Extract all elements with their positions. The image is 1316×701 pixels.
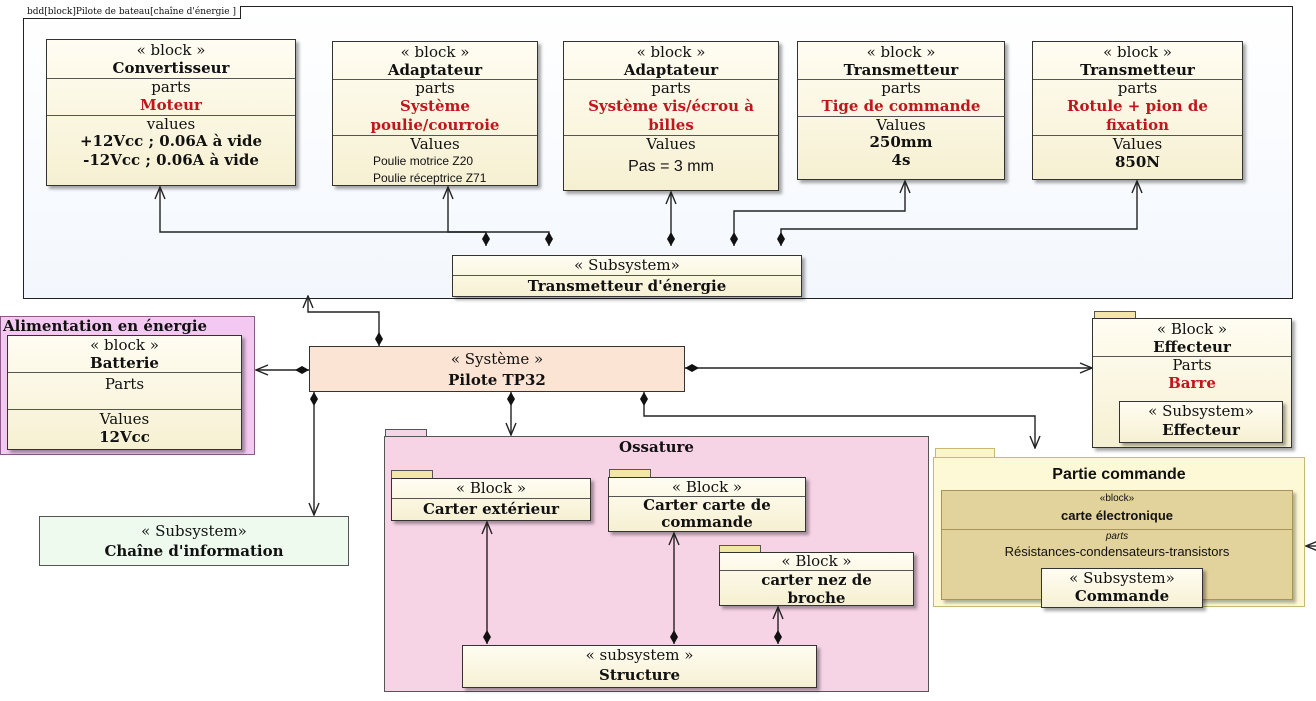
parts-label: parts <box>651 79 691 97</box>
block-batterie[interactable]: « block » Batterie Parts Values 12Vcc <box>7 335 242 450</box>
part-moteur: Moteur <box>140 96 202 114</box>
stereotype: « subsystem » <box>585 646 694 664</box>
value-line: Poulie réceptrice Z71 <box>373 171 487 185</box>
block-name: Adaptateur <box>387 61 483 79</box>
subsystem-transmetteur-energie[interactable]: « Subsystem» Transmetteur d'énergie <box>452 255 802 297</box>
part-vis-ecrou: Système vis/écrou à billes <box>588 97 754 134</box>
value-line: 850N <box>1114 153 1161 171</box>
block-name: Effecteur <box>1153 338 1231 356</box>
stereotype: « Système » <box>450 350 544 368</box>
block-name: Adaptateur <box>623 61 719 79</box>
connector <box>448 187 549 246</box>
block-name: Transmetteur <box>843 61 959 79</box>
parts-label: parts <box>151 78 191 96</box>
value-line: 12Vcc <box>99 428 150 446</box>
block-name: Chaîne d'information <box>104 542 284 560</box>
block-name: Batterie <box>90 354 159 372</box>
stereotype: « Subsystem» <box>141 522 247 540</box>
value-line: Pas = 3 mm <box>628 158 714 175</box>
value-line: Poulie motrice Z20 <box>373 154 474 168</box>
stereotype: « block » <box>400 43 470 61</box>
block-name: Transmetteur <box>1080 61 1195 79</box>
block-name: Carter carte de commande <box>609 496 805 531</box>
connector <box>160 187 486 246</box>
value-line: 4s <box>891 151 911 169</box>
part-tige: Tige de commande <box>821 97 981 115</box>
connector <box>781 181 1137 246</box>
values-label: Values <box>99 410 150 428</box>
connector <box>644 392 1035 448</box>
parts-label: parts <box>881 79 921 97</box>
block-convertisseur[interactable]: « block » Convertisseur parts Moteur val… <box>46 39 296 186</box>
parts-label: parts <box>1105 531 1129 542</box>
part-composants: Résistances-condensateurs-transistors <box>1004 544 1230 559</box>
stereotype: « block » <box>636 43 706 61</box>
stereotype: « Block » <box>671 478 743 496</box>
stereotype: « Block » <box>1156 320 1228 338</box>
parts-label: parts <box>1117 79 1158 97</box>
subsystem-commande[interactable]: « Subsystem» Commande <box>1041 568 1203 608</box>
value-line: 250mm <box>869 133 933 151</box>
block-name: Effecteur <box>1162 421 1240 439</box>
parts-label: parts <box>415 79 455 97</box>
block-name: Pilote TP32 <box>448 371 546 389</box>
package-title: Alimentation en énergie <box>3 317 208 335</box>
values-label: Values <box>410 135 460 153</box>
values-label: Values <box>876 116 926 134</box>
package-tab <box>385 429 427 437</box>
frame-label: bdd[block]Pilote de bateau[chaîne d'éner… <box>23 6 241 19</box>
block-name: Commande <box>1074 587 1170 605</box>
parts-label: Parts <box>1172 356 1212 374</box>
subsystem-effecteur[interactable]: « Subsystem» Effecteur <box>1119 401 1283 443</box>
part-poulie: Système poulie/courroie <box>370 97 500 134</box>
package-tab <box>719 545 761 553</box>
stereotype: « block » <box>1103 43 1172 61</box>
block-carter-exterieur[interactable]: « Block » Carter extérieur <box>391 478 591 521</box>
block-name: carte électronique <box>1061 508 1173 523</box>
value-line: -12Vcc ; 0.06A à vide <box>83 151 259 169</box>
block-name: Carter extérieur <box>392 498 590 519</box>
stereotype: « Subsystem» <box>574 256 680 274</box>
stereotype: « block » <box>136 41 206 59</box>
value-line: +12Vcc ; 0.06A à vide <box>79 132 263 150</box>
block-transmetteur-rotule[interactable]: « block » Transmetteur parts Rotule + pi… <box>1032 41 1243 180</box>
block-name: Convertisseur <box>112 59 230 77</box>
package-tab <box>609 469 651 478</box>
block-carte-electronique[interactable]: «block» carte électronique parts Résista… <box>941 490 1293 600</box>
subsystem-chaine-information[interactable]: « Subsystem» Chaîne d'information <box>39 516 349 566</box>
package-tab <box>1094 311 1136 320</box>
values-label: Values <box>1112 135 1163 153</box>
block-adaptateur-vis[interactable]: « block » Adaptateur parts Système vis/é… <box>563 41 779 191</box>
stereotype: « Block » <box>781 552 852 570</box>
values-label: values <box>146 115 196 133</box>
stereotype: « block » <box>90 336 159 354</box>
stereotype: « Block » <box>455 479 527 497</box>
block-adaptateur-poulie[interactable]: « block » Adaptateur parts Système pouli… <box>332 41 538 186</box>
stereotype: « block » <box>866 43 936 61</box>
stereotype: «block» <box>1099 493 1135 504</box>
package-tab <box>391 470 433 479</box>
values-label: Values <box>646 135 696 153</box>
subsystem-structure[interactable]: « subsystem » Structure <box>462 645 817 688</box>
connector <box>734 181 905 246</box>
block-name: Structure <box>599 666 680 684</box>
parts-label: Parts <box>8 372 241 409</box>
part-barre: Barre <box>1168 374 1216 392</box>
block-carter-nez[interactable]: « Block » carter nez de broche <box>719 552 914 607</box>
stereotype: « Subsystem» <box>1069 569 1175 587</box>
block-name: Transmetteur d'énergie <box>453 275 801 297</box>
package-title: Partie commande <box>1052 466 1186 483</box>
stereotype: « Subsystem» <box>1148 402 1254 420</box>
block-systeme-pilote[interactable]: « Système » Pilote TP32 <box>309 346 685 392</box>
block-transmetteur-tige[interactable]: « block » Transmetteur parts Tige de com… <box>797 41 1005 180</box>
connector <box>308 296 379 346</box>
part-rotule: Rotule + pion de fixation <box>1067 97 1208 134</box>
block-name: carter nez de broche <box>720 570 913 607</box>
block-carter-carte[interactable]: « Block » Carter carte de commande <box>608 477 806 532</box>
